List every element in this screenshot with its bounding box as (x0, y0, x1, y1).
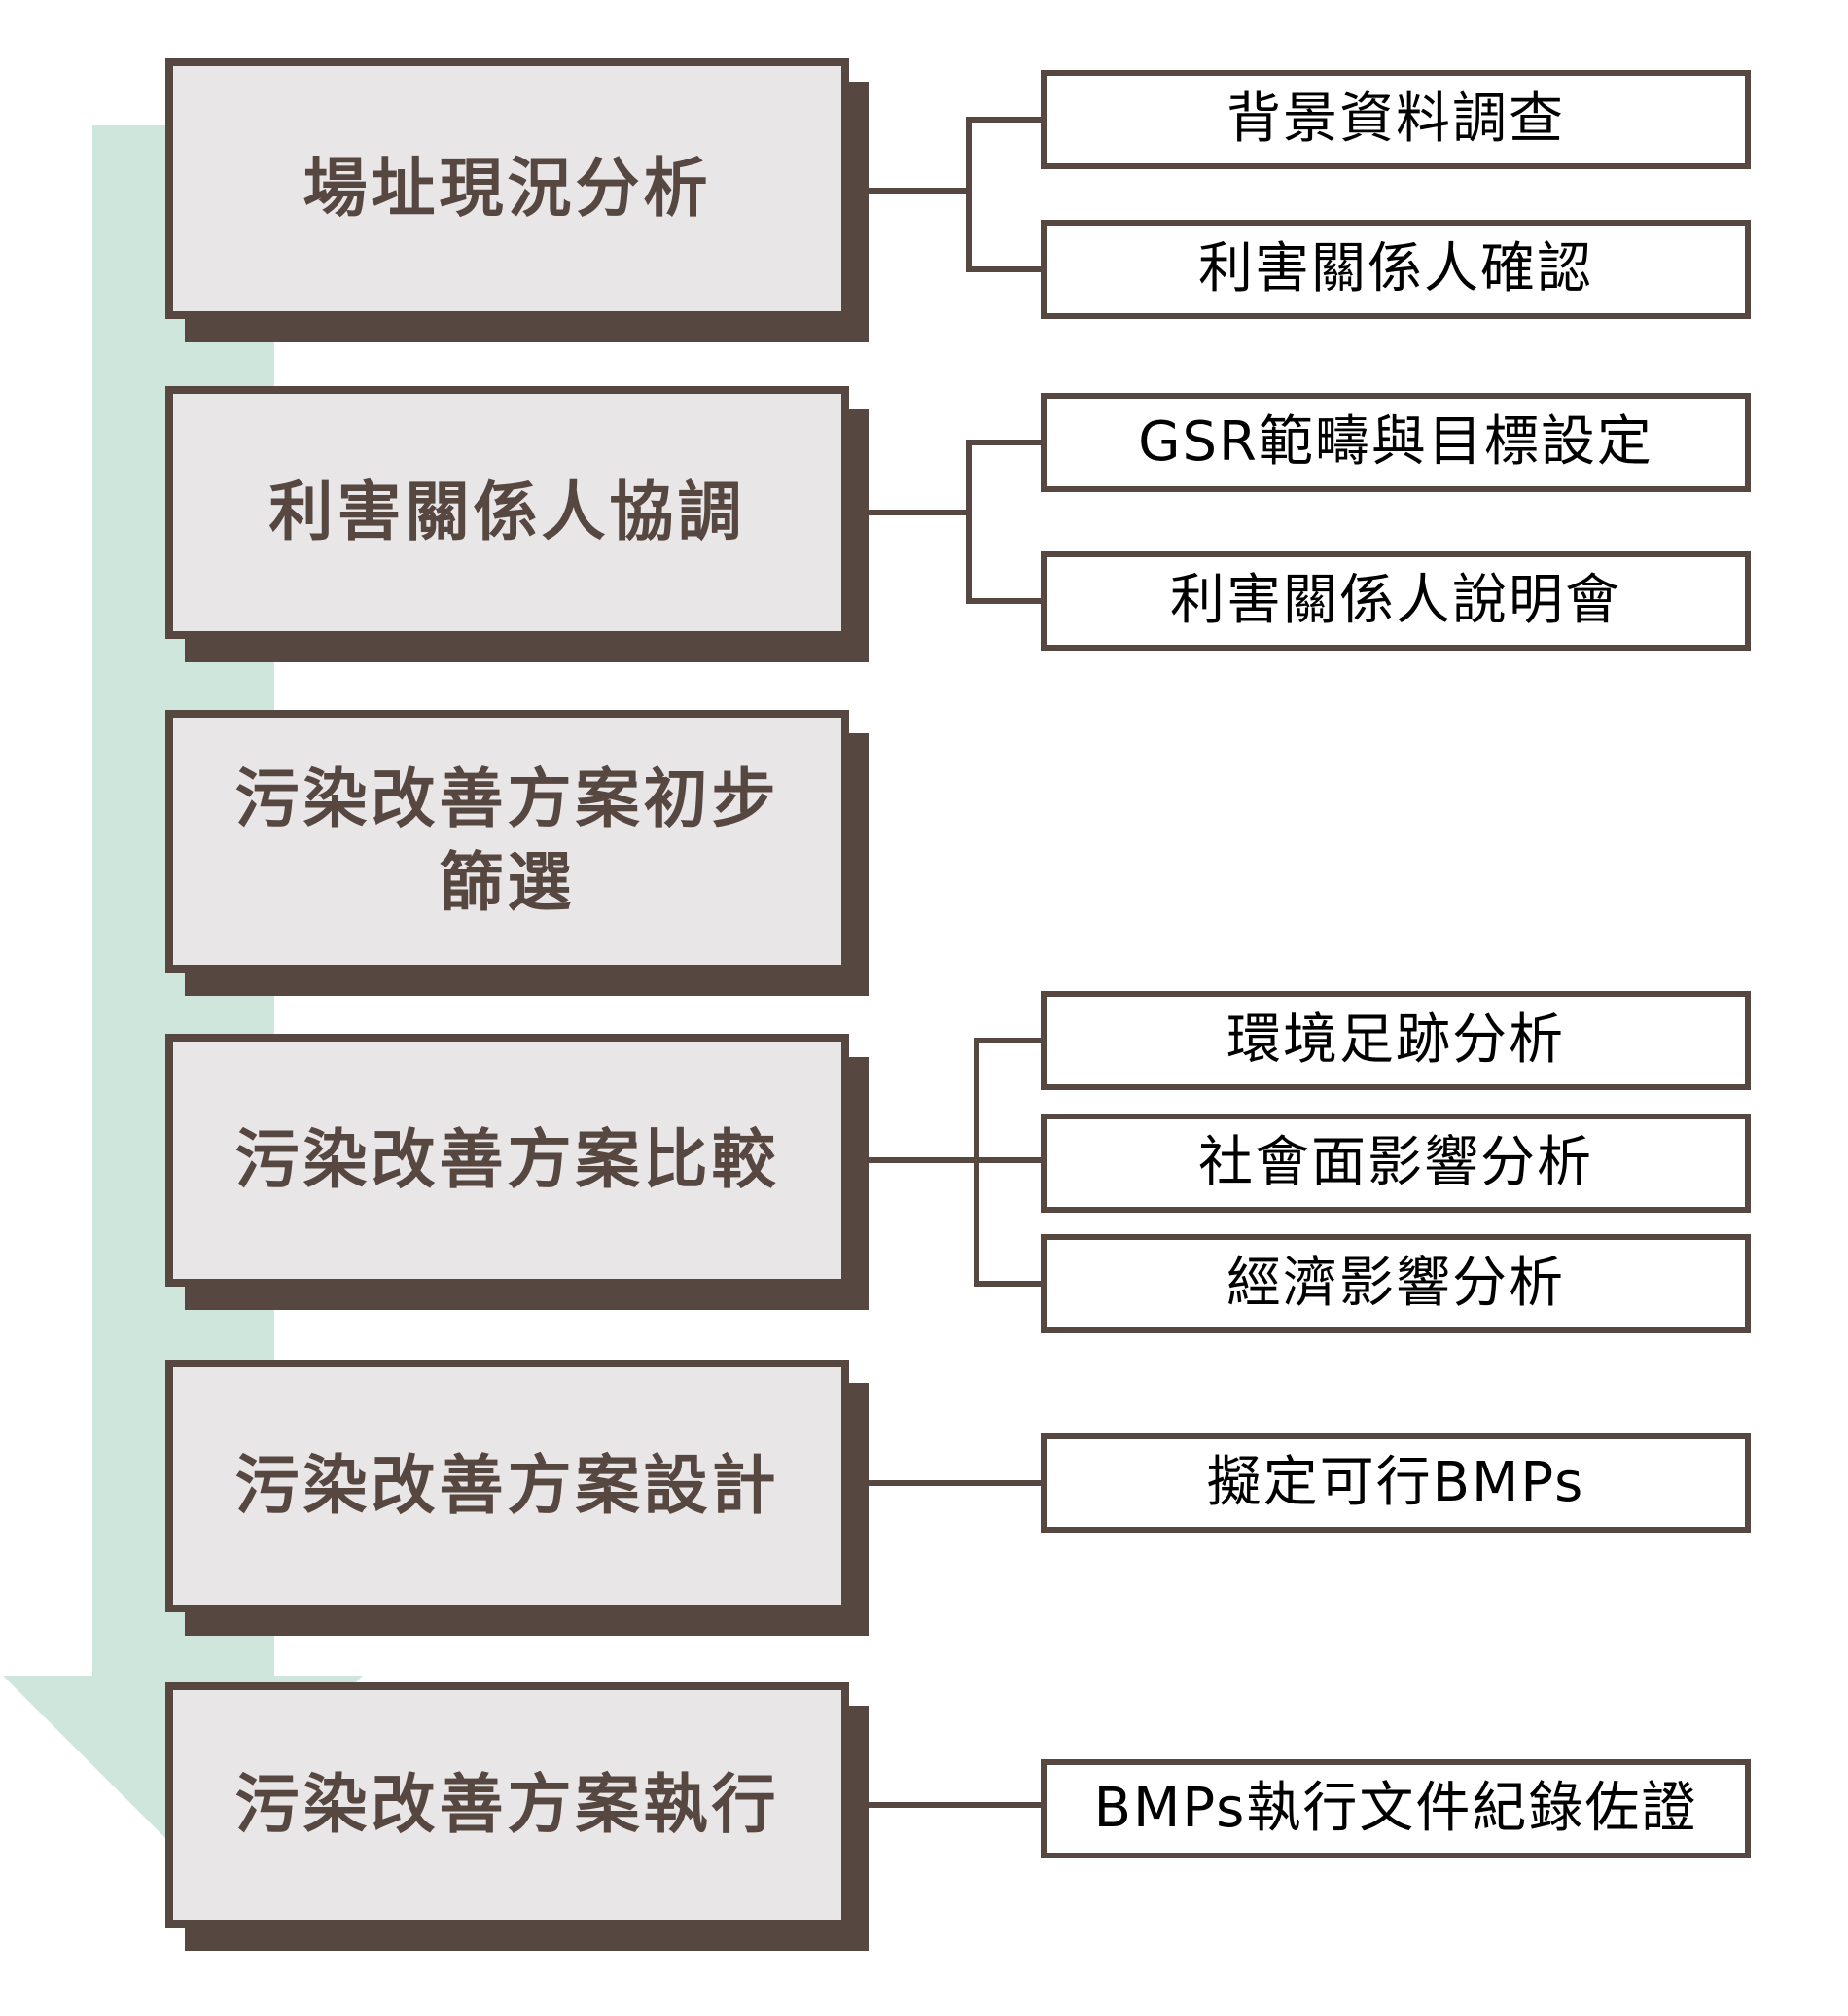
step-label: 污染改善方案執行 (234, 1767, 780, 1843)
connector (966, 440, 972, 604)
connector (869, 1157, 1041, 1163)
child-label: 擬定可行BMPs (1206, 1451, 1585, 1514)
child-label: 社會面影響分析 (1198, 1131, 1593, 1194)
connector (974, 1038, 1041, 1043)
step-label: 污染改善方案比較 (234, 1122, 780, 1198)
connector (974, 1038, 979, 1287)
child-box-bmps-documentation: BMPs執行文件紀錄佐證 (1041, 1759, 1751, 1858)
child-label: 經濟影響分析 (1226, 1252, 1565, 1315)
child-label: GSR範疇與目標設定 (1138, 410, 1653, 474)
child-label: 利害關係人確認 (1198, 237, 1593, 301)
step-box-site-analysis: 場址現況分析 (165, 58, 849, 319)
connector (966, 598, 1041, 604)
child-box-stakeholder-briefing: 利害關係人說明會 (1041, 551, 1751, 651)
step-box-alternative-comparison: 污染改善方案比較 (165, 1034, 849, 1287)
child-box-gsr-scope-goals: GSR範疇與目標設定 (1041, 393, 1751, 492)
connector (869, 510, 972, 515)
child-box-feasible-bmps: 擬定可行BMPs (1041, 1433, 1751, 1533)
child-box-stakeholder-identification: 利害關係人確認 (1041, 220, 1751, 319)
connector (869, 188, 972, 194)
child-box-economic-impact: 經濟影響分析 (1041, 1234, 1751, 1333)
step-label: 利害關係人協調 (268, 475, 746, 550)
child-box-social-impact: 社會面影響分析 (1041, 1114, 1751, 1213)
step-label: 污染改善方案設計 (234, 1448, 780, 1524)
child-label: BMPs執行文件紀錄佐證 (1093, 1777, 1698, 1840)
connector (966, 117, 972, 272)
child-label: 背景資料調查 (1226, 88, 1565, 151)
child-label: 環境足跡分析 (1226, 1008, 1565, 1072)
step-box-stakeholder-coordination: 利害關係人協調 (165, 386, 849, 639)
connector (869, 1480, 1041, 1486)
child-label: 利害關係人說明會 (1170, 569, 1621, 632)
step-box-remedy-design: 污染改善方案設計 (165, 1360, 849, 1612)
step-label: 污染改善方案初步篩選 (234, 761, 780, 920)
step-box-preliminary-screening: 污染改善方案初步篩選 (165, 710, 849, 973)
step-label: 場址現況分析 (302, 151, 712, 227)
child-box-environmental-footprint: 環境足跡分析 (1041, 991, 1751, 1090)
connector (974, 1281, 1041, 1287)
child-box-background-survey: 背景資料調查 (1041, 70, 1751, 169)
connector (966, 266, 1041, 272)
connector (966, 117, 1041, 123)
connector (966, 440, 1041, 445)
connector (869, 1802, 1041, 1808)
step-box-remedy-implementation: 污染改善方案執行 (165, 1682, 849, 1928)
